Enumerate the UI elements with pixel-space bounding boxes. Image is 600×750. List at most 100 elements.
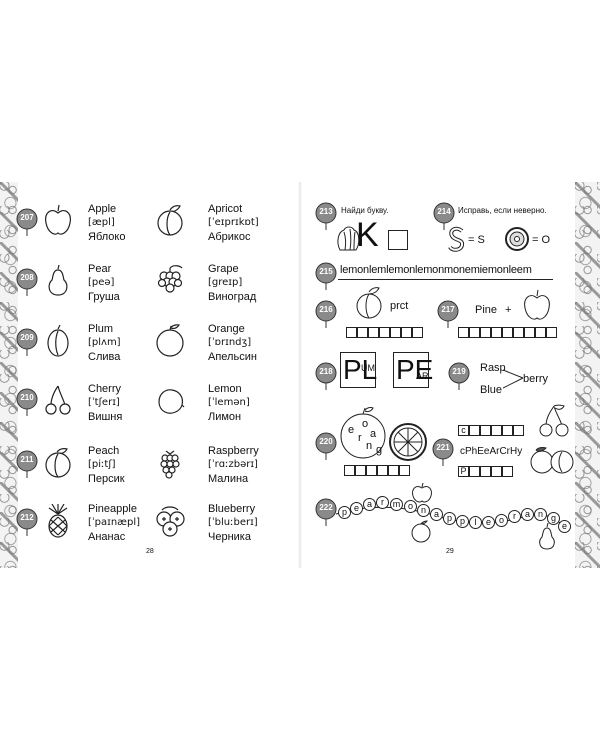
letter-bead: e xyxy=(482,516,495,529)
vocab-entry: Grape[greɪp]Виноград xyxy=(208,262,256,304)
raspberry-icon xyxy=(160,450,180,479)
word-number: 210 xyxy=(20,393,34,402)
answer-box[interactable] xyxy=(388,230,408,250)
vocab-entry: Orange[ˈɒrɪndʒ]Апельсин xyxy=(208,322,257,364)
letter-bead: o xyxy=(404,500,417,513)
letter-bead: l xyxy=(469,516,482,529)
scramble-letter: n xyxy=(366,440,373,452)
doodle-border-right xyxy=(575,182,600,568)
vocab-russian: Груша xyxy=(88,291,120,303)
doodle-border-left xyxy=(0,182,18,568)
plus-sign: + xyxy=(505,304,512,316)
vocab-entry: Apricot [ˈeɪprɪkɒt] Абрикос xyxy=(208,202,259,244)
scramble-letter: g xyxy=(376,444,383,456)
letter-chain-lemon: lemonlemlemonlemonmonemiemonleem xyxy=(340,264,532,276)
answer-cells-peach: P xyxy=(458,466,513,477)
exercise-number: 218 xyxy=(319,367,333,376)
vocab-transcription: [piːtʃ] xyxy=(88,459,116,470)
vocab-english: Lemon xyxy=(208,383,242,395)
blueberry-icon xyxy=(156,506,185,537)
vocab-english: Plum xyxy=(88,323,114,335)
exercise-number: 219 xyxy=(452,367,466,376)
exercise-number-badge: 215 xyxy=(315,262,337,290)
vocab-entry: Cherry[ˈtʃerɪ]Вишня xyxy=(88,382,122,424)
letter-bead: r xyxy=(376,496,389,509)
word-number-badge: 212 xyxy=(16,508,38,536)
vocab-entry: Peach[piːtʃ]Персик xyxy=(88,444,125,486)
vocab-english: Blueberry xyxy=(208,503,256,515)
word-blue: Blue xyxy=(480,384,503,396)
vocab-russian: Абрикос xyxy=(208,231,251,243)
vocab-transcription: [peə] xyxy=(88,277,115,288)
apricot-icon xyxy=(157,205,183,236)
vocab-entry: Apple[æpl]Яблоко xyxy=(88,202,125,244)
letter-bead: a xyxy=(363,498,376,511)
vocab-english: Apricot xyxy=(208,203,243,215)
letter-bead: n xyxy=(417,504,430,517)
word-number-badge: 209 xyxy=(16,328,38,356)
word-number: 208 xyxy=(20,273,34,282)
vocab-russian: Апельсин xyxy=(208,351,257,363)
scramble-letter: o xyxy=(362,418,369,430)
scramble-letter: r xyxy=(358,432,362,444)
exercise-number: 217 xyxy=(441,305,455,314)
word-rasp: Rasp xyxy=(480,362,506,374)
vocab-transcription: [ˈɒrɪndʒ] xyxy=(208,337,252,348)
peach-icon xyxy=(45,448,71,478)
pear-icon xyxy=(48,264,68,296)
mixed-letters: cPhEeArCrHy xyxy=(460,446,523,457)
answer-cells xyxy=(346,327,423,338)
vocab-transcription: [ˈrɑːzbərɪ] xyxy=(208,459,258,470)
vocab-entry: Pineapple[ˈpaɪnæpl]Ананас xyxy=(88,502,140,544)
answer-cells-cherry: c xyxy=(458,425,524,436)
exercise-number: 214 xyxy=(437,207,451,216)
exercise-number-badge: 221 xyxy=(432,438,454,466)
vocab-transcription: [ˈpaɪnæpl] xyxy=(88,517,141,528)
pear-small-icon xyxy=(539,522,555,550)
answer-cells xyxy=(458,327,557,338)
exercise-number-badge: 214 xyxy=(433,202,455,230)
vocab-transcription: [plʌm] xyxy=(88,337,121,348)
orange-icon xyxy=(156,324,184,357)
exercise-number-badge: 220 xyxy=(315,432,337,460)
vocab-russian: Виноград xyxy=(208,291,257,303)
vocab-entry: Lemon[ˈlemən]Лимон xyxy=(208,382,250,424)
letter-bead: e xyxy=(558,520,571,533)
apple-small-icon xyxy=(412,482,432,503)
word-pine: Pine xyxy=(475,304,498,316)
exercise-number-badge: 219 xyxy=(448,362,470,390)
word-number: 212 xyxy=(20,513,34,522)
vocab-english: Pineapple xyxy=(88,503,137,515)
vocab-english: Pear xyxy=(88,263,112,275)
vocab-entry: Raspberry[ˈrɑːzbərɪ]Малина xyxy=(208,444,259,486)
exercise-number: 216 xyxy=(319,305,333,314)
apple-icon xyxy=(45,204,71,235)
vocab-english: Grape xyxy=(208,263,239,275)
exercise-number: 213 xyxy=(319,207,333,216)
equation-o: = O xyxy=(532,234,551,246)
exercise-number-badge: 213 xyxy=(315,202,337,230)
word-number-badge: 210 xyxy=(16,388,38,416)
vocab-transcription: [ˈeɪprɪkɒt] xyxy=(208,217,259,228)
scramble-letter: a xyxy=(370,428,377,440)
vocab-english: Cherry xyxy=(88,383,122,395)
connector-lines xyxy=(503,369,524,389)
exercise-number: 221 xyxy=(436,443,450,452)
letter-card-pear: PE AR xyxy=(393,352,433,388)
vocab-transcription: [ˈtʃerɪ] xyxy=(88,397,120,408)
letter-k: K xyxy=(356,216,379,254)
vocab-russian: Яблоко xyxy=(88,231,126,243)
apple-icon xyxy=(524,289,550,320)
apricot-icon xyxy=(356,287,382,319)
instruction-correct: Исправь, если неверно. xyxy=(458,206,547,215)
peach-pair-icon xyxy=(530,447,574,474)
exercise-number-badge: 218 xyxy=(315,362,337,390)
grape-icon xyxy=(157,265,183,293)
orange-scramble-icon xyxy=(340,407,386,459)
vocab-russian: Лимон xyxy=(208,411,242,423)
vocab-english: Peach xyxy=(88,445,120,457)
letter-bead: m xyxy=(390,498,403,511)
word-number-badge: 211 xyxy=(16,450,38,478)
vocab-transcription: [æpl] xyxy=(88,217,115,228)
